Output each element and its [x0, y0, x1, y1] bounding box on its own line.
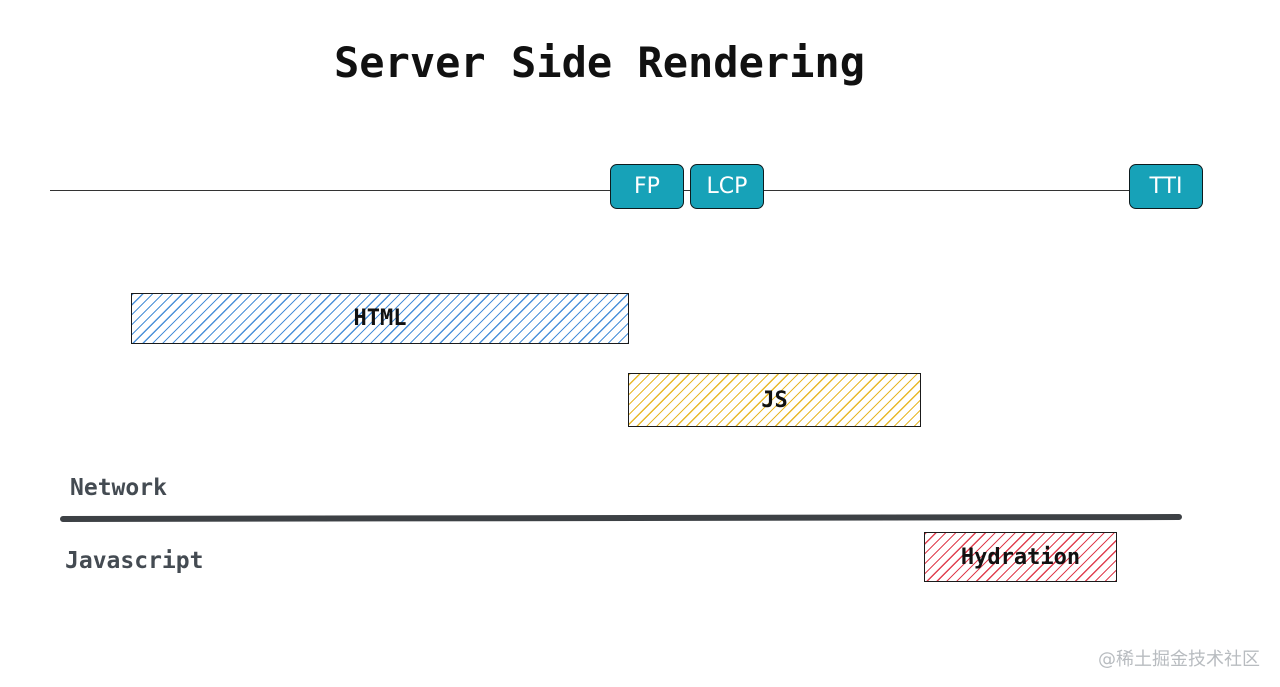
- marker-fp: FP: [610, 164, 684, 209]
- marker-tti: TTI: [1129, 164, 1203, 209]
- bar-js: JS: [628, 373, 921, 427]
- marker-lcp: LCP: [690, 164, 764, 209]
- bar-html: HTML: [131, 293, 629, 344]
- lane-divider: [59, 514, 1183, 522]
- watermark: @稀土掘金技术社区: [1098, 649, 1260, 670]
- bar-hydration-label: Hydration: [960, 544, 1081, 570]
- bar-html-label: HTML: [353, 306, 407, 331]
- bar-js-label: JS: [761, 387, 788, 413]
- diagram-title: Server Side Rendering: [334, 38, 866, 87]
- timeline-axis: [50, 190, 1130, 191]
- lane-label-javascript: Javascript: [65, 548, 204, 574]
- lane-label-network: Network: [70, 475, 167, 501]
- bar-hydration: Hydration: [924, 532, 1117, 582]
